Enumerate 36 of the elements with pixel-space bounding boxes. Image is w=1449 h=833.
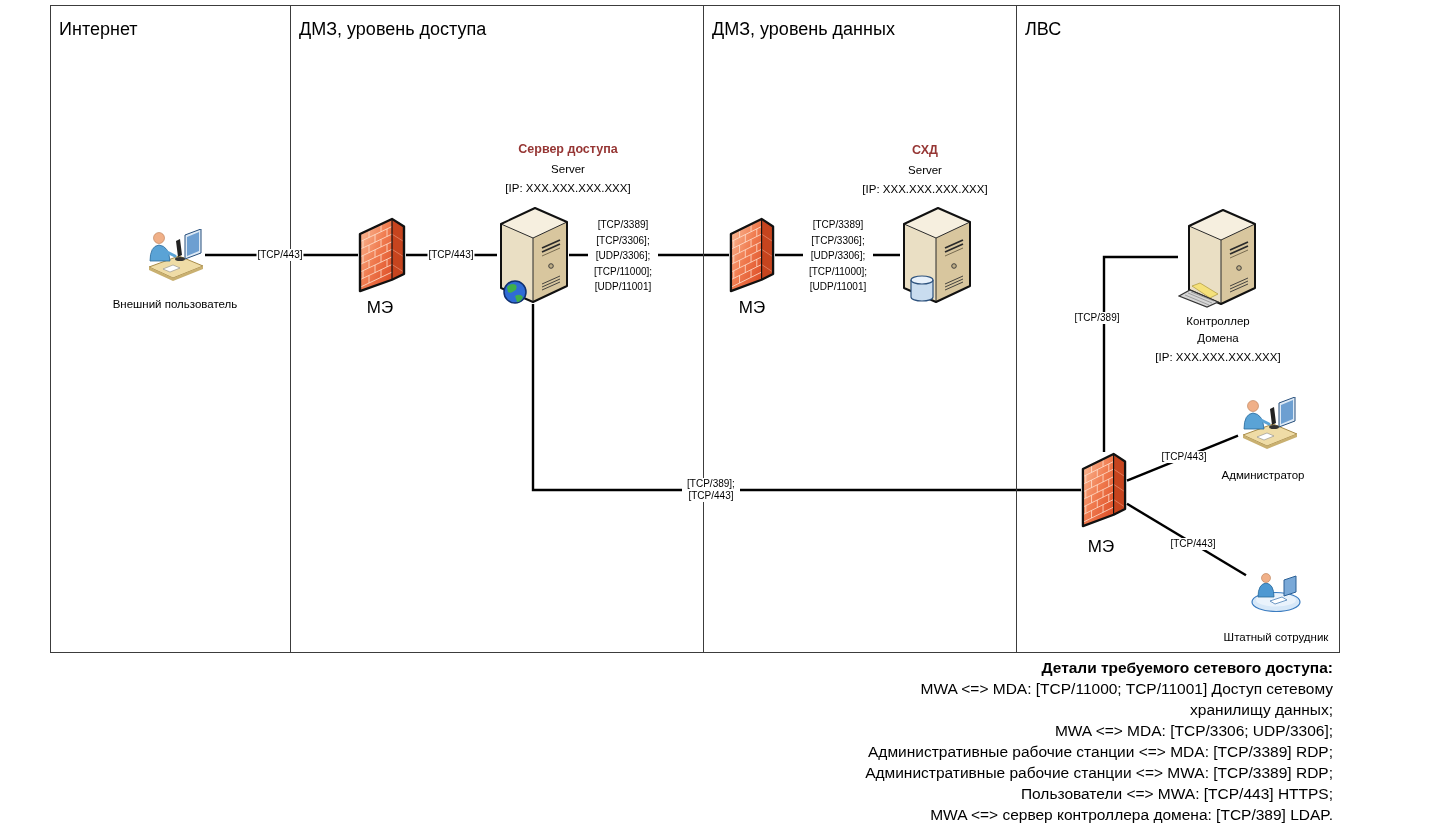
edge-label: [TCP/443] xyxy=(1169,538,1217,550)
device-label: МЭ xyxy=(1087,537,1115,557)
lane-title: Интернет xyxy=(59,18,138,40)
notes-heading: Детали требуемого сетевого доступа: xyxy=(1041,658,1333,678)
connector-line xyxy=(531,304,1081,492)
lane-title: ЛВС xyxy=(1025,18,1062,40)
note-text: Административные рабочие станции <=> MDA: [TCP/3389] RDP; xyxy=(868,742,1333,762)
note-text: Пользователи <=> MWA: [TCP/443] HTTPS; xyxy=(1020,784,1333,804)
note-text: MWA <=> сервер контроллера домена: [TCP/389] LDAP. xyxy=(930,805,1333,825)
device-label: Внешний пользователь xyxy=(112,297,238,312)
device-title: Сервер доступа xyxy=(518,140,618,158)
note-text: MWA <=> MDA: [TCP/3306; UDP/3306]; xyxy=(1054,721,1333,741)
edge-label: [TCP/389]; [TCP/443] xyxy=(682,478,740,502)
swimlane xyxy=(1016,5,1340,653)
edge-label: [TCP/443] xyxy=(256,249,304,261)
lane-title: ДМЗ, уровень данных xyxy=(712,18,895,40)
device-label: [IP: XXX.XXX.XXX.XXX] xyxy=(862,181,988,197)
device-label: Server xyxy=(908,162,942,178)
device-title: СХД xyxy=(912,141,938,159)
device-label: Контроллер Домена xyxy=(1185,314,1251,346)
edge-label: [TCP/389] xyxy=(1073,312,1121,324)
device-label: [IP: XXX.XXX.XXX.XXX] xyxy=(505,180,631,196)
device-label: МЭ xyxy=(738,298,766,318)
device-label: МЭ xyxy=(366,298,394,318)
lane-title: ДМЗ, уровень доступа xyxy=(299,18,487,40)
device-label: Штатный сотрудник xyxy=(1223,630,1329,645)
connector-line xyxy=(1102,255,1178,452)
device-label: [IP: XXX.XXX.XXX.XXX] xyxy=(1155,350,1281,365)
edge-label: [TCP/3389] [TCP/3306]; [UDP/3306]; [TCP/11000]; [UDP/11001] xyxy=(803,217,873,295)
note-text: Административные рабочие станции <=> MWA: [TCP/3389] RDP; xyxy=(865,763,1333,783)
note-text: MWA <=> MDA: [TCP/11000; TCP/11001] Доступ сетевому хранилищу данных; xyxy=(919,679,1333,720)
edge-label: [TCP/443] xyxy=(1160,451,1208,463)
edge-label: [TCP/3389] [TCP/3306]; [UDP/3306]; [TCP/11000]; [UDP/11001] xyxy=(588,217,658,295)
device-label: Server xyxy=(551,161,585,177)
device-label: Администратор xyxy=(1221,468,1305,483)
edge-label: [TCP/443] xyxy=(427,249,475,261)
